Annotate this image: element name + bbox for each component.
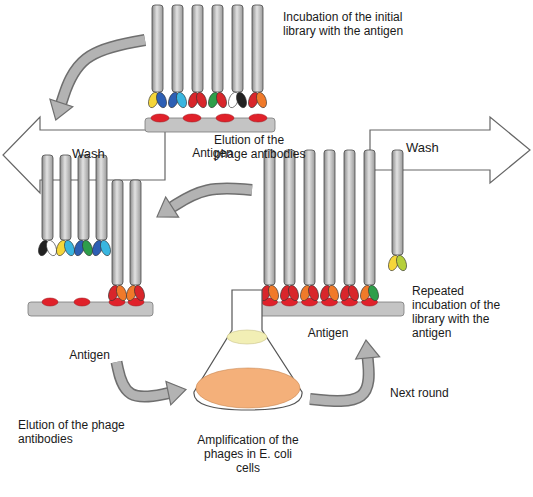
antibody (133, 284, 147, 302)
antibody (347, 284, 361, 302)
arrow-body (61, 40, 145, 105)
arrow-outline (117, 362, 171, 397)
antibody (267, 284, 281, 302)
antibody (255, 91, 269, 109)
arrow-head (166, 381, 186, 405)
culture-medium (196, 368, 300, 408)
wash-label: Wash (72, 146, 132, 161)
process-arrow (157, 188, 252, 217)
antibody (115, 284, 129, 302)
phage (212, 5, 223, 92)
phage (324, 150, 335, 285)
antigen (249, 114, 267, 122)
phage (96, 155, 107, 240)
phage (112, 180, 123, 285)
antibody (327, 284, 341, 302)
antibody (63, 239, 77, 257)
arrow-outline (171, 188, 252, 208)
arrow-body (117, 362, 171, 397)
antigen (151, 114, 169, 122)
node-label: Antigen (69, 348, 110, 362)
phage (152, 5, 163, 92)
phage (264, 150, 275, 285)
process-arrow (50, 40, 145, 120)
phage (172, 5, 183, 92)
phage (252, 5, 263, 92)
arrow-body (310, 356, 369, 401)
antibody (287, 284, 301, 302)
phage (42, 155, 53, 240)
antigen (183, 114, 201, 122)
process-arrow (310, 340, 380, 401)
phage (232, 5, 243, 92)
arrow-head (157, 197, 179, 217)
arrow-outline (310, 356, 369, 401)
antibody (235, 91, 249, 109)
step-note: Repeated incubation of the library with … (412, 284, 512, 341)
antigen (216, 114, 234, 122)
antibody (99, 239, 113, 257)
arrow-head (50, 99, 73, 120)
phage (60, 155, 71, 240)
process-arrow (117, 362, 187, 405)
flask (194, 290, 302, 410)
antibody (307, 284, 321, 302)
antibody (215, 91, 229, 109)
phage (392, 150, 403, 255)
node-label: Antigen (308, 326, 349, 340)
wash-label: Wash (406, 140, 466, 155)
arrow-body (171, 188, 252, 208)
antigen-panel: Antigen (252, 140, 404, 340)
step-note: Incubation of the initial library with t… (283, 10, 433, 38)
antibody (367, 284, 381, 302)
antibody (45, 239, 59, 257)
phage (130, 180, 141, 285)
phage (304, 150, 315, 285)
phage (192, 5, 203, 92)
node-label: Amplification of the phages in E. coli c… (196, 433, 300, 475)
antibody (155, 91, 169, 109)
arrow-outline (61, 40, 145, 105)
antibody (81, 239, 95, 257)
antigen (42, 298, 58, 306)
step-label: Elution of the phage antibodies (214, 133, 309, 161)
phage (344, 150, 355, 285)
antigen (74, 298, 90, 306)
antibody (175, 91, 189, 109)
arrow-head (356, 340, 380, 359)
step-label: Elution of the phage antibodies (18, 418, 128, 446)
culture-surface (227, 330, 267, 344)
antibody (395, 254, 409, 272)
phage (78, 155, 89, 240)
flask-stage: Amplification of the phages in E. coli c… (186, 285, 310, 475)
phage (364, 150, 375, 285)
phage (284, 150, 295, 285)
step-label: Next round (390, 386, 470, 400)
antibody (195, 91, 209, 109)
